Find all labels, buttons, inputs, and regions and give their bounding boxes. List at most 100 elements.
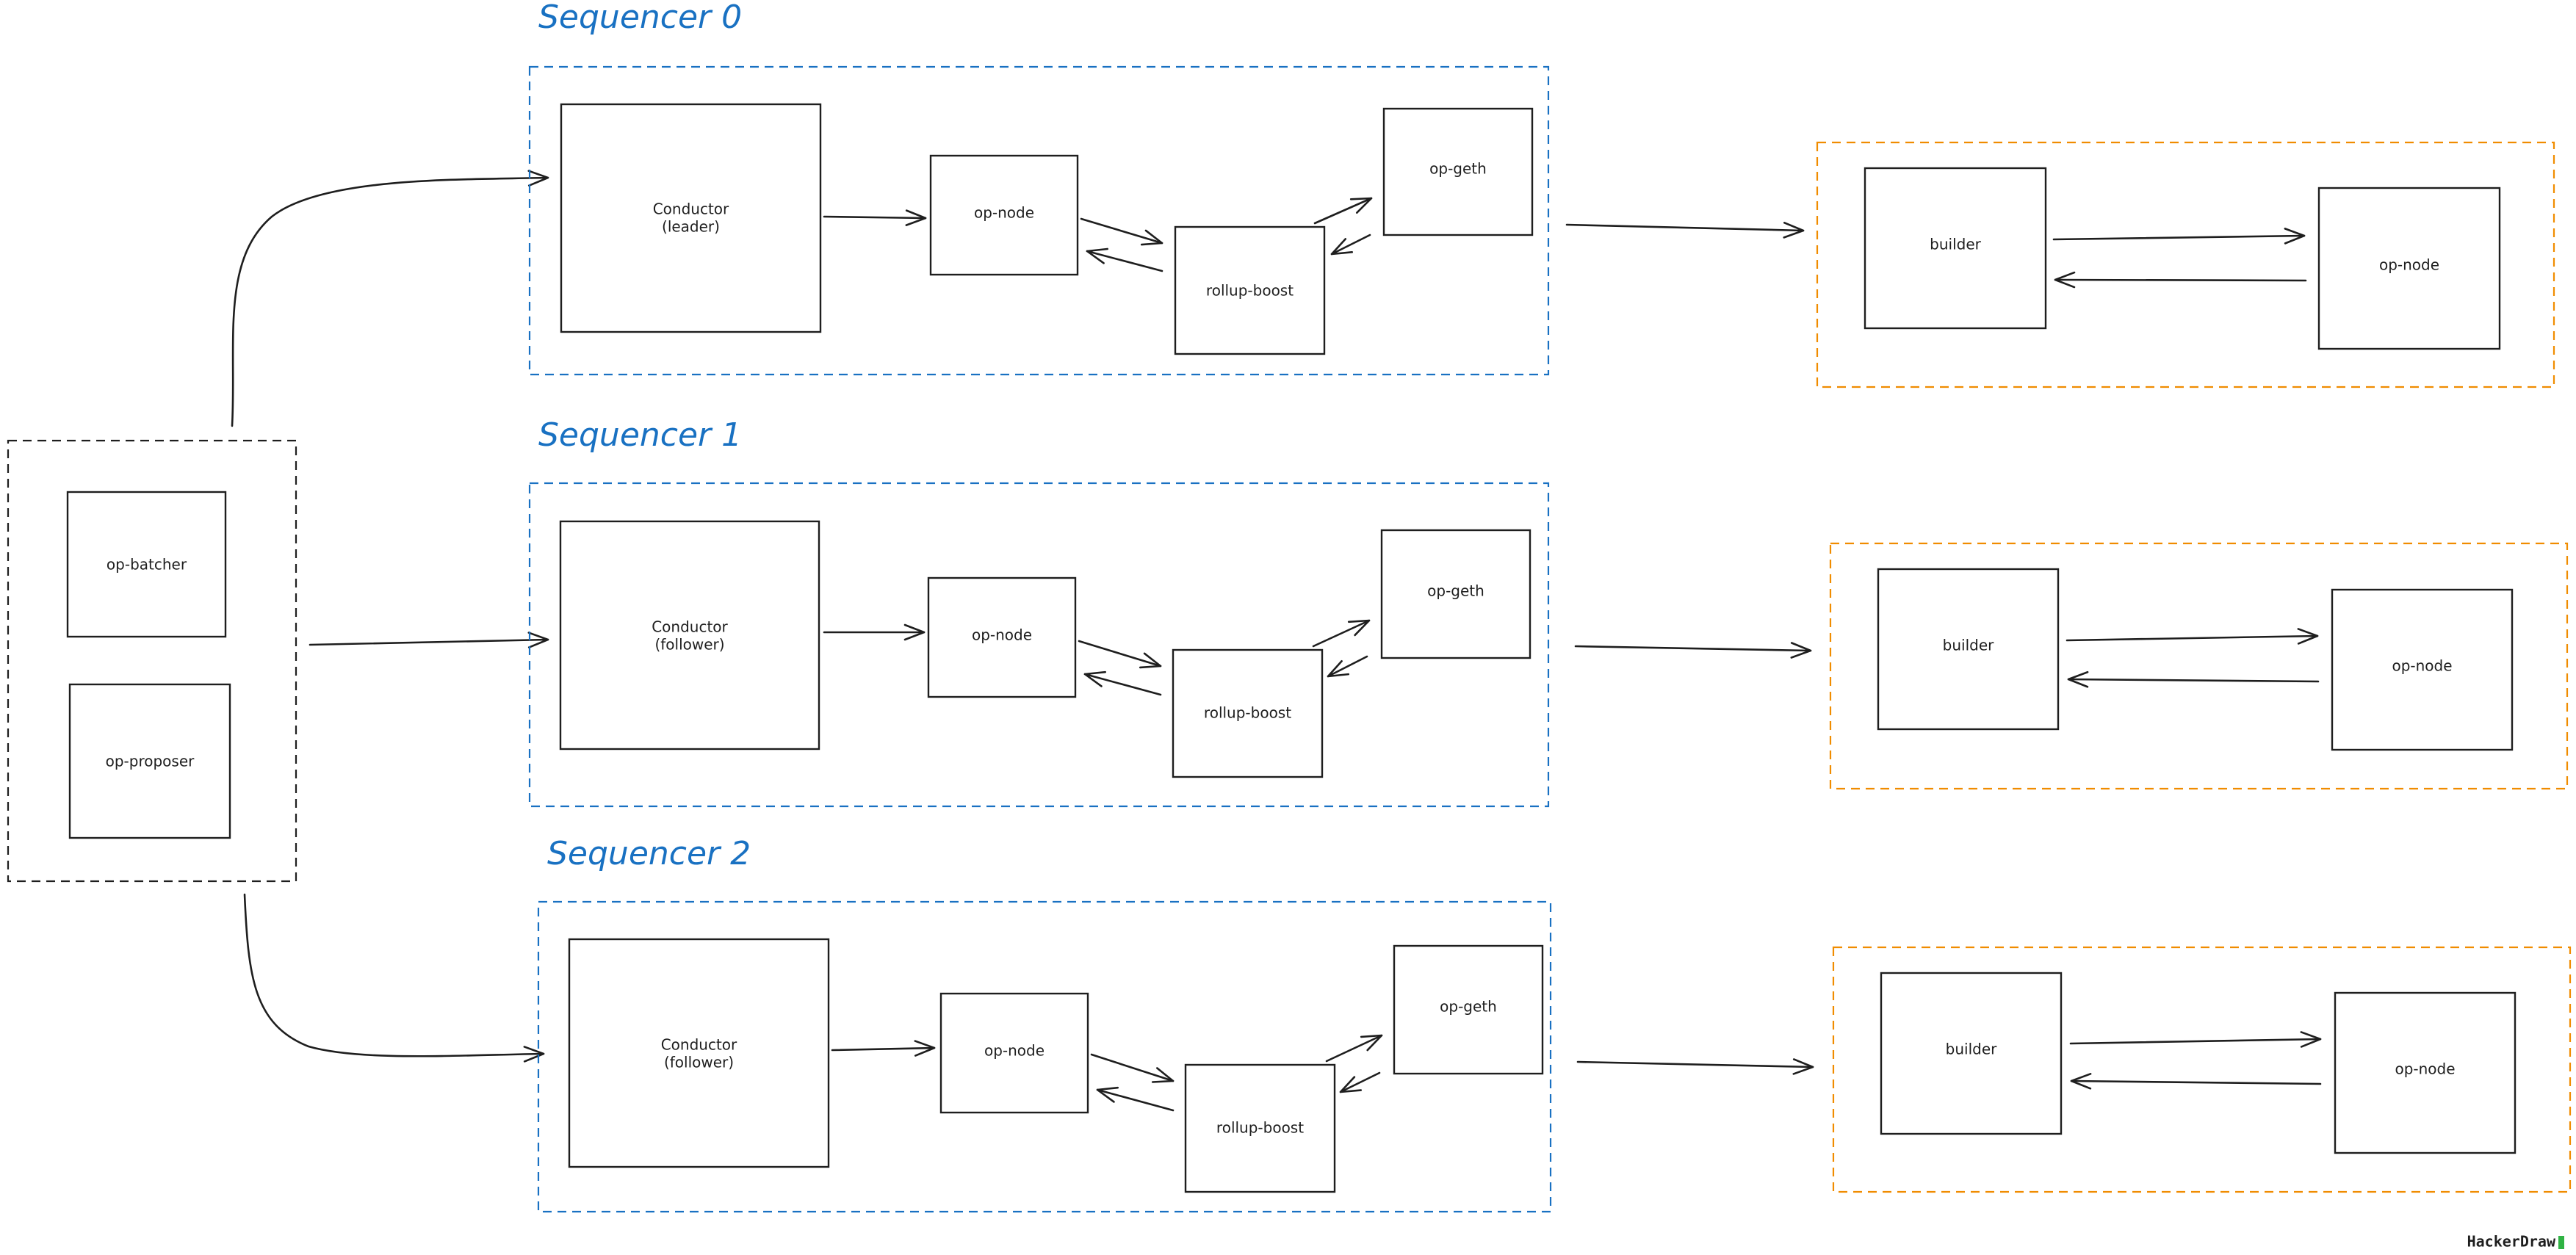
sequencer-2-conductor-label-line2: (follower)	[664, 1054, 734, 1071]
sequencer-1-op-node-to-rollup-boost-arrow	[1078, 640, 1162, 669]
builder-0-op-node-to-builder-arrow	[2054, 271, 2307, 289]
builder-1-op-node-shape	[2331, 588, 2514, 751]
sequencer-2-group-border	[537, 900, 1552, 1213]
op-batcher-box-shape	[66, 491, 227, 638]
batcher-to-sequencer1-arrow	[309, 632, 549, 648]
sequencer-2-conductor-box[interactable]: Conductor (follower)	[568, 938, 830, 1168]
sequencer-1-op-node-label: op-node	[972, 626, 1032, 644]
sequencer-1-conductor-label-line1: Conductor	[652, 618, 728, 636]
sequencer-2-op-geth-label: op-geth	[1440, 998, 1497, 1016]
sequencer-0-to-builder-arrow	[1565, 222, 1805, 239]
builder-0-op-node-label: op-node	[2379, 256, 2439, 274]
sequencer-2-conductor-shape	[568, 938, 830, 1168]
sequencer-1-rollup-boost-to-op-geth-arrow	[1312, 619, 1371, 648]
batcher-group-border	[7, 439, 297, 883]
builder-1-op-node-box[interactable]: op-node	[2331, 588, 2514, 751]
sequencer-2-to-builder-arrow	[1576, 1058, 1814, 1075]
sequencer-1-rollup-boost-shape	[1172, 648, 1324, 778]
sequencer-1-op-geth-shape	[1380, 529, 1531, 659]
sequencer-2-conductor-label-line1: Conductor	[661, 1036, 737, 1054]
sequencer-2-op-node-shape	[939, 992, 1089, 1114]
builder-2-builder-box[interactable]: builder	[1880, 972, 2063, 1135]
sequencer-2-op-geth-box[interactable]: op-geth	[1393, 944, 1544, 1075]
builder-1-builder-label: builder	[1943, 637, 1994, 654]
sequencer-1-conductor-shape	[559, 520, 820, 751]
op-batcher-box[interactable]: op-batcher	[66, 491, 227, 638]
sequencer-2-op-node-label: op-node	[984, 1042, 1045, 1060]
sequencer-0-op-geth-to-rollup-boost-arrow	[1330, 234, 1371, 256]
sequencer-2-rollup-boost-shape	[1184, 1063, 1336, 1193]
sequencer-2: Sequencer 2 Conductor (follower) op-node…	[537, 835, 1814, 1213]
sequencer-0-op-node-shape	[929, 154, 1079, 276]
sequencer-1-op-node-box[interactable]: op-node	[927, 576, 1077, 698]
sequencer-1-op-geth-box[interactable]: op-geth	[1380, 529, 1531, 659]
sequencer-1-rollup-boost-box[interactable]: rollup-boost	[1172, 648, 1324, 778]
sequencer-0-op-geth-box[interactable]: op-geth	[1382, 107, 1534, 236]
sequencer-1-rollup-boost-label: rollup-boost	[1204, 704, 1291, 722]
sequencer-0-rollup-boost-shape	[1174, 225, 1326, 355]
sequencer-0-conductor-shape	[560, 103, 822, 333]
op-proposer-box-shape	[68, 683, 231, 839]
sequencer-0-rollup-boost-box[interactable]: rollup-boost	[1174, 225, 1326, 355]
batcher-proposer-group: op-batcher op-proposer	[7, 439, 297, 883]
sequencer-1-op-geth-to-rollup-boost-arrow	[1327, 655, 1368, 678]
builder-2-op-node-label: op-node	[2395, 1060, 2455, 1078]
sequencer-2-title: Sequencer 2	[547, 835, 751, 872]
hackerdraw-branding: HackerDraw	[2467, 1233, 2564, 1251]
sequencer-2-op-geth-to-rollup-boost-arrow	[1339, 1071, 1381, 1093]
sequencer-2-op-node-to-rollup-boost-arrow	[1090, 1053, 1175, 1083]
builder-1-op-node-label: op-node	[2392, 657, 2452, 675]
builder-2-op-node-box[interactable]: op-node	[2334, 991, 2517, 1154]
sequencer-0-op-node-box[interactable]: op-node	[929, 154, 1079, 276]
sequencer-1-to-builder-arrow	[1574, 642, 1812, 659]
sequencer-1-rollup-boost-to-op-node-arrow	[1083, 670, 1162, 696]
sequencer-2-rollup-boost-label: rollup-boost	[1216, 1119, 1304, 1137]
builder-0-builder-box[interactable]: builder	[1864, 167, 2047, 330]
sequencer-0-rollup-boost-label: rollup-boost	[1206, 282, 1294, 300]
sequencer-2-op-geth-shape	[1393, 944, 1544, 1075]
sequencer-0-title: Sequencer 0	[538, 0, 742, 36]
batcher-to-sequencer2-arrow	[243, 893, 545, 1063]
sequencer-1: Sequencer 1 Conductor (follower) op-node…	[528, 416, 1812, 808]
builder-2-builder-shape	[1880, 972, 2063, 1135]
sequencer-1-conductor-label-line2: (follower)	[654, 636, 724, 654]
sequencer-0-rollup-boost-to-op-geth-arrow	[1313, 197, 1373, 225]
builder-group-1: builder op-node	[1829, 542, 2569, 790]
op-batcher-label: op-batcher	[107, 556, 187, 574]
hackerdraw-mark-icon	[2558, 1236, 2564, 1249]
sequencer-1-title: Sequencer 1	[538, 416, 742, 454]
builder-1-op-node-to-builder-arrow	[2067, 670, 2320, 688]
sequencer-1-conductor-box[interactable]: Conductor (follower)	[559, 520, 820, 751]
builder-1-builder-box[interactable]: builder	[1877, 568, 2060, 731]
sequencer-2-rollup-boost-box[interactable]: rollup-boost	[1184, 1063, 1336, 1193]
builder-1-builder-to-op-node-arrow	[2066, 628, 2319, 645]
sequencer-0-group-border	[528, 65, 1550, 376]
builder-group-0: builder op-node	[1816, 141, 2555, 388]
hackerdraw-wordmark: HackerDraw	[2467, 1233, 2556, 1251]
sequencer-0-conductor-label-line1: Conductor	[653, 200, 729, 218]
sequencer-0-op-geth-label: op-geth	[1429, 160, 1487, 178]
builder-0-builder-to-op-node-arrow	[2052, 228, 2306, 245]
builder-0-op-node-shape	[2317, 187, 2501, 350]
sequencer-2-rollup-boost-to-op-node-arrow	[1096, 1086, 1175, 1112]
builder-group-1-border	[1829, 542, 2569, 790]
op-proposer-box[interactable]: op-proposer	[68, 683, 231, 839]
batcher-to-sequencer0-arrow	[231, 170, 549, 427]
sequencer-0-op-geth-shape	[1382, 107, 1534, 236]
sequencer-0-conductor-to-op-node-arrow	[823, 209, 927, 226]
sequencer-0-rollup-boost-to-op-node-arrow	[1086, 247, 1163, 272]
sequencer-2-op-node-box[interactable]: op-node	[939, 992, 1089, 1114]
builder-group-2-border	[1832, 946, 2572, 1193]
sequencer-2-rollup-boost-to-op-geth-arrow	[1325, 1034, 1383, 1063]
sequencer-0-conductor-box[interactable]: Conductor (leader)	[560, 103, 822, 333]
sequencer-0: Sequencer 0 Conductor (leader) op-node r…	[528, 0, 1805, 376]
builder-2-builder-to-op-node-arrow	[2069, 1031, 2322, 1048]
sequencer-1-op-node-shape	[927, 576, 1077, 698]
builder-0-builder-shape	[1864, 167, 2047, 330]
sequencer-0-op-node-label: op-node	[974, 204, 1034, 222]
sequencer-1-group-border	[528, 482, 1550, 808]
builder-1-builder-shape	[1877, 568, 2060, 731]
builder-0-op-node-box[interactable]: op-node	[2317, 187, 2501, 350]
sequencer-0-conductor-label-line2: (leader)	[662, 218, 720, 236]
